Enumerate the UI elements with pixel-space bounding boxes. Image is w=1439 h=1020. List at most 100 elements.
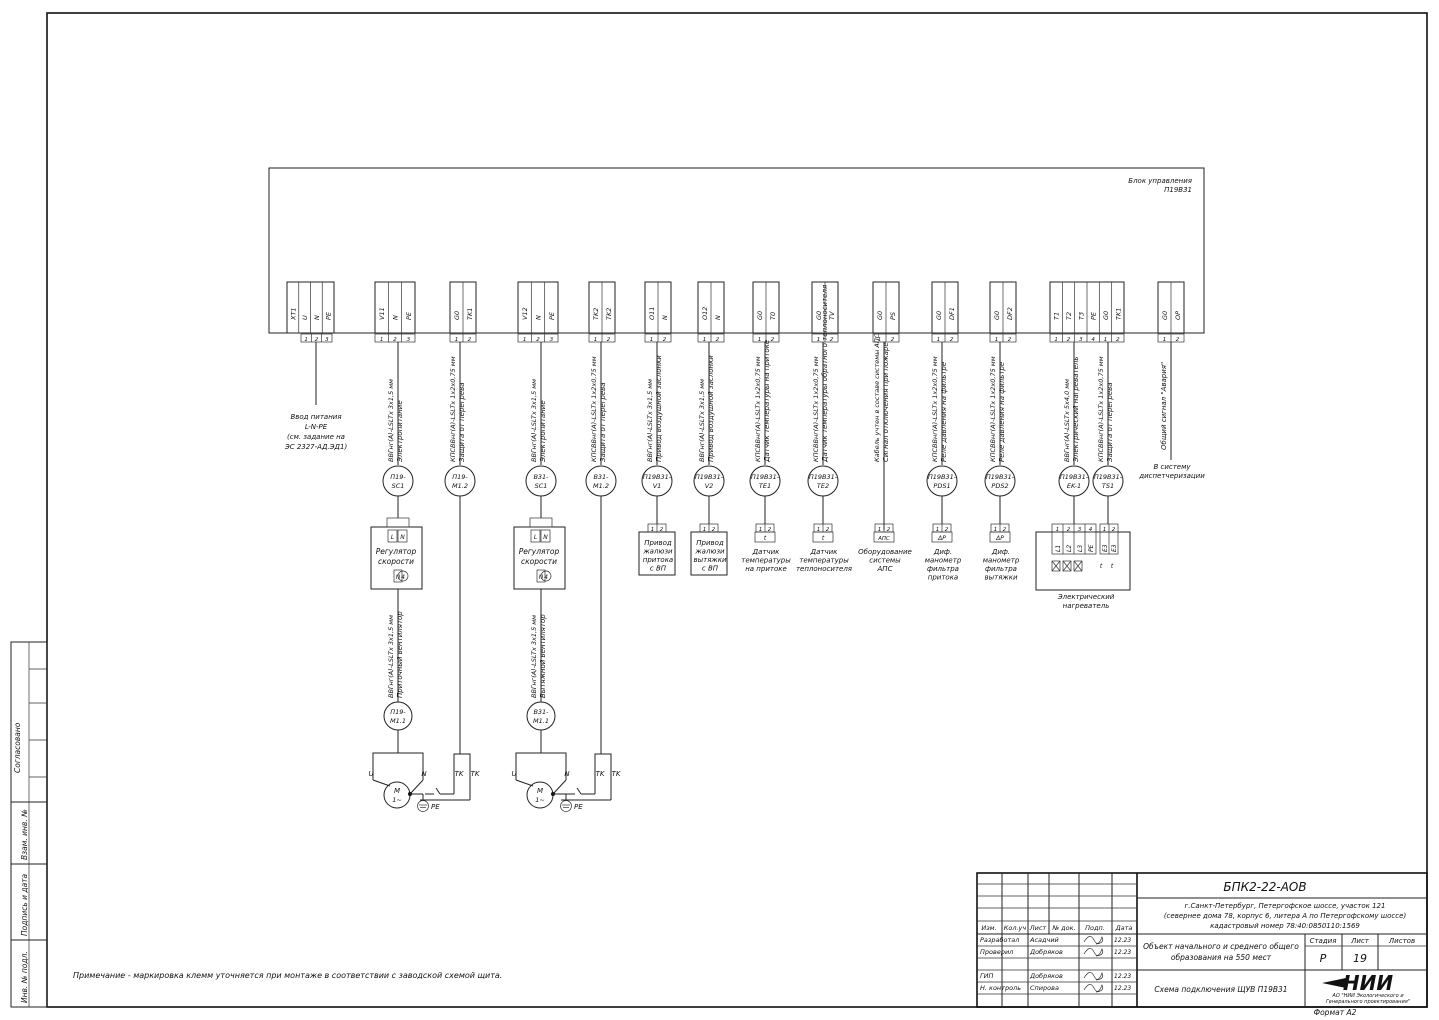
- signer-name: Добряков: [1029, 972, 1063, 980]
- pin-number: 1: [937, 337, 941, 343]
- device-tag: П19В31-: [643, 473, 672, 481]
- cable-spec: ВВГнг(А)-LSLTx 3х1,5 мм: [530, 379, 538, 462]
- motor-cable-purpose: Приточный вентилятор: [396, 611, 404, 698]
- terminal-label: TK2: [605, 308, 613, 320]
- pin-number: 2: [393, 337, 397, 343]
- cable-spec: КПСВВнг(А)-LSLTx 1х2х0,75 мм: [812, 356, 820, 462]
- signature: [1083, 972, 1104, 981]
- ground-symbol: [560, 800, 572, 812]
- motor-cable-spec: ВВГнг(А)-LSLTx 3х1,5 мм: [530, 615, 538, 698]
- sign-date: 12.23: [1114, 973, 1131, 980]
- dispatch-text: В систему: [1153, 463, 1191, 471]
- device-tag: M1.2: [593, 482, 609, 490]
- motor-label: 1~: [535, 796, 545, 804]
- cable-purpose: Защита от перегрева: [1106, 382, 1114, 462]
- device-pin: 2: [826, 527, 830, 533]
- heater-term: L1: [1055, 545, 1062, 552]
- motor-frame: [515, 752, 567, 780]
- device-box: [638, 531, 676, 576]
- device-tag: PDS1: [933, 482, 950, 490]
- pin-number: 1: [758, 337, 762, 343]
- pin-number: 3: [325, 337, 329, 343]
- device-tag: В31-: [593, 473, 609, 481]
- title-col-head: Изм.: [981, 924, 996, 932]
- control-block: [268, 167, 1205, 334]
- heater-label: нагреватель: [1063, 602, 1110, 610]
- device-label: вытяжки: [984, 574, 1017, 582]
- pin-number: 1: [304, 337, 308, 343]
- heater-pin: 1: [1103, 527, 1107, 533]
- device-label: Привод: [644, 539, 672, 547]
- tk-frame: [453, 753, 471, 780]
- terminal-label: U: [301, 315, 309, 320]
- cable-purpose: Реле давления на фильтре: [940, 362, 948, 462]
- pin-number: 2: [950, 337, 954, 343]
- motor-label: M: [537, 787, 543, 795]
- motor-frame: [372, 752, 424, 780]
- motor-wire: [409, 779, 424, 795]
- cable-spec: Кабель учтен в составе системы АПС: [873, 333, 881, 462]
- device-pin: 1: [994, 527, 998, 533]
- cable-purpose: Реле давления на фильтре: [998, 362, 1006, 462]
- address-line: кадастровый номер 78:40:0850110:1569: [1210, 922, 1360, 930]
- address-line: (севернее дома 78, корпус 6, литера А по…: [1164, 912, 1407, 920]
- address-line: г.Санкт-Петербург, Петергофское шоссе, у…: [1185, 902, 1386, 910]
- device-label: Диф.: [933, 548, 952, 556]
- device-box: [989, 531, 1011, 543]
- pin-number: 2: [1176, 337, 1180, 343]
- cable-spec: ВВГнг(А)-LSLTx 5х4,0 мм: [1063, 379, 1071, 462]
- device-box: [931, 531, 953, 543]
- regulator-out-4: [540, 570, 552, 582]
- signature: [1083, 948, 1104, 957]
- device-circle: [807, 465, 839, 497]
- power-input-text: L-N-PE: [305, 423, 328, 431]
- tk-label: TK: [596, 770, 606, 778]
- logo-mark: [1322, 978, 1346, 988]
- cable-spec: ВВГнг(А)-LSLTx 3х1,5 мм: [698, 379, 706, 462]
- terminal-label: TK1: [466, 308, 474, 320]
- device-pin: 1: [759, 527, 763, 533]
- device-label: температуры: [799, 557, 849, 565]
- motor-term-n: N: [421, 770, 427, 778]
- device-pin: 1: [936, 527, 940, 533]
- terminal-label: V11: [378, 307, 386, 320]
- pin-number: 2: [315, 337, 319, 343]
- device-tag: TE1: [759, 482, 771, 490]
- regulator-label: скорости: [378, 557, 414, 566]
- pin-number: 2: [1067, 337, 1071, 343]
- cable-spec: КПСВВнг(А)-LSLTx 1х2х0,75 мм: [989, 356, 997, 462]
- device-pin: 1: [878, 527, 882, 533]
- title-col-head: № док.: [1051, 924, 1075, 932]
- heating-element: [1062, 560, 1072, 572]
- signer-role: Разработал: [980, 936, 1019, 944]
- terminal-label: DF2: [1006, 307, 1014, 320]
- cable-label: Общий сигнал "Авария": [1160, 362, 1168, 450]
- pin-number: 1: [380, 337, 384, 343]
- device-symbol: ΔP: [995, 535, 1004, 542]
- device-tag: SC1: [535, 482, 548, 490]
- device-tag: V2: [705, 482, 714, 490]
- pin-number: 2: [663, 337, 667, 343]
- heating-element-x: [1051, 560, 1061, 572]
- sheet-head: Лист: [1350, 937, 1370, 945]
- object-name: образования на 550 мест: [1171, 953, 1272, 962]
- device-label: АПС: [877, 565, 893, 573]
- regulator-out-4: [397, 570, 409, 582]
- device-label: фильтра: [927, 565, 959, 573]
- motor-cable-purpose: Вытяжной вентилятор: [539, 614, 547, 698]
- regulator-out: 4: [544, 574, 548, 581]
- title-col-head: Кол.уч: [1004, 924, 1027, 932]
- cable-spec: КПСВВнг(А)-LSLTx 1х2х0,75 мм: [590, 356, 598, 462]
- pin-number: 4: [1091, 337, 1095, 343]
- device-label: Датчик: [752, 548, 781, 556]
- terminal-label: T1: [1053, 312, 1061, 320]
- mounting-note: Примечание - маркировка клемм уточняется…: [73, 971, 502, 980]
- pin-number: 3: [407, 337, 411, 343]
- device-circle: [382, 465, 414, 497]
